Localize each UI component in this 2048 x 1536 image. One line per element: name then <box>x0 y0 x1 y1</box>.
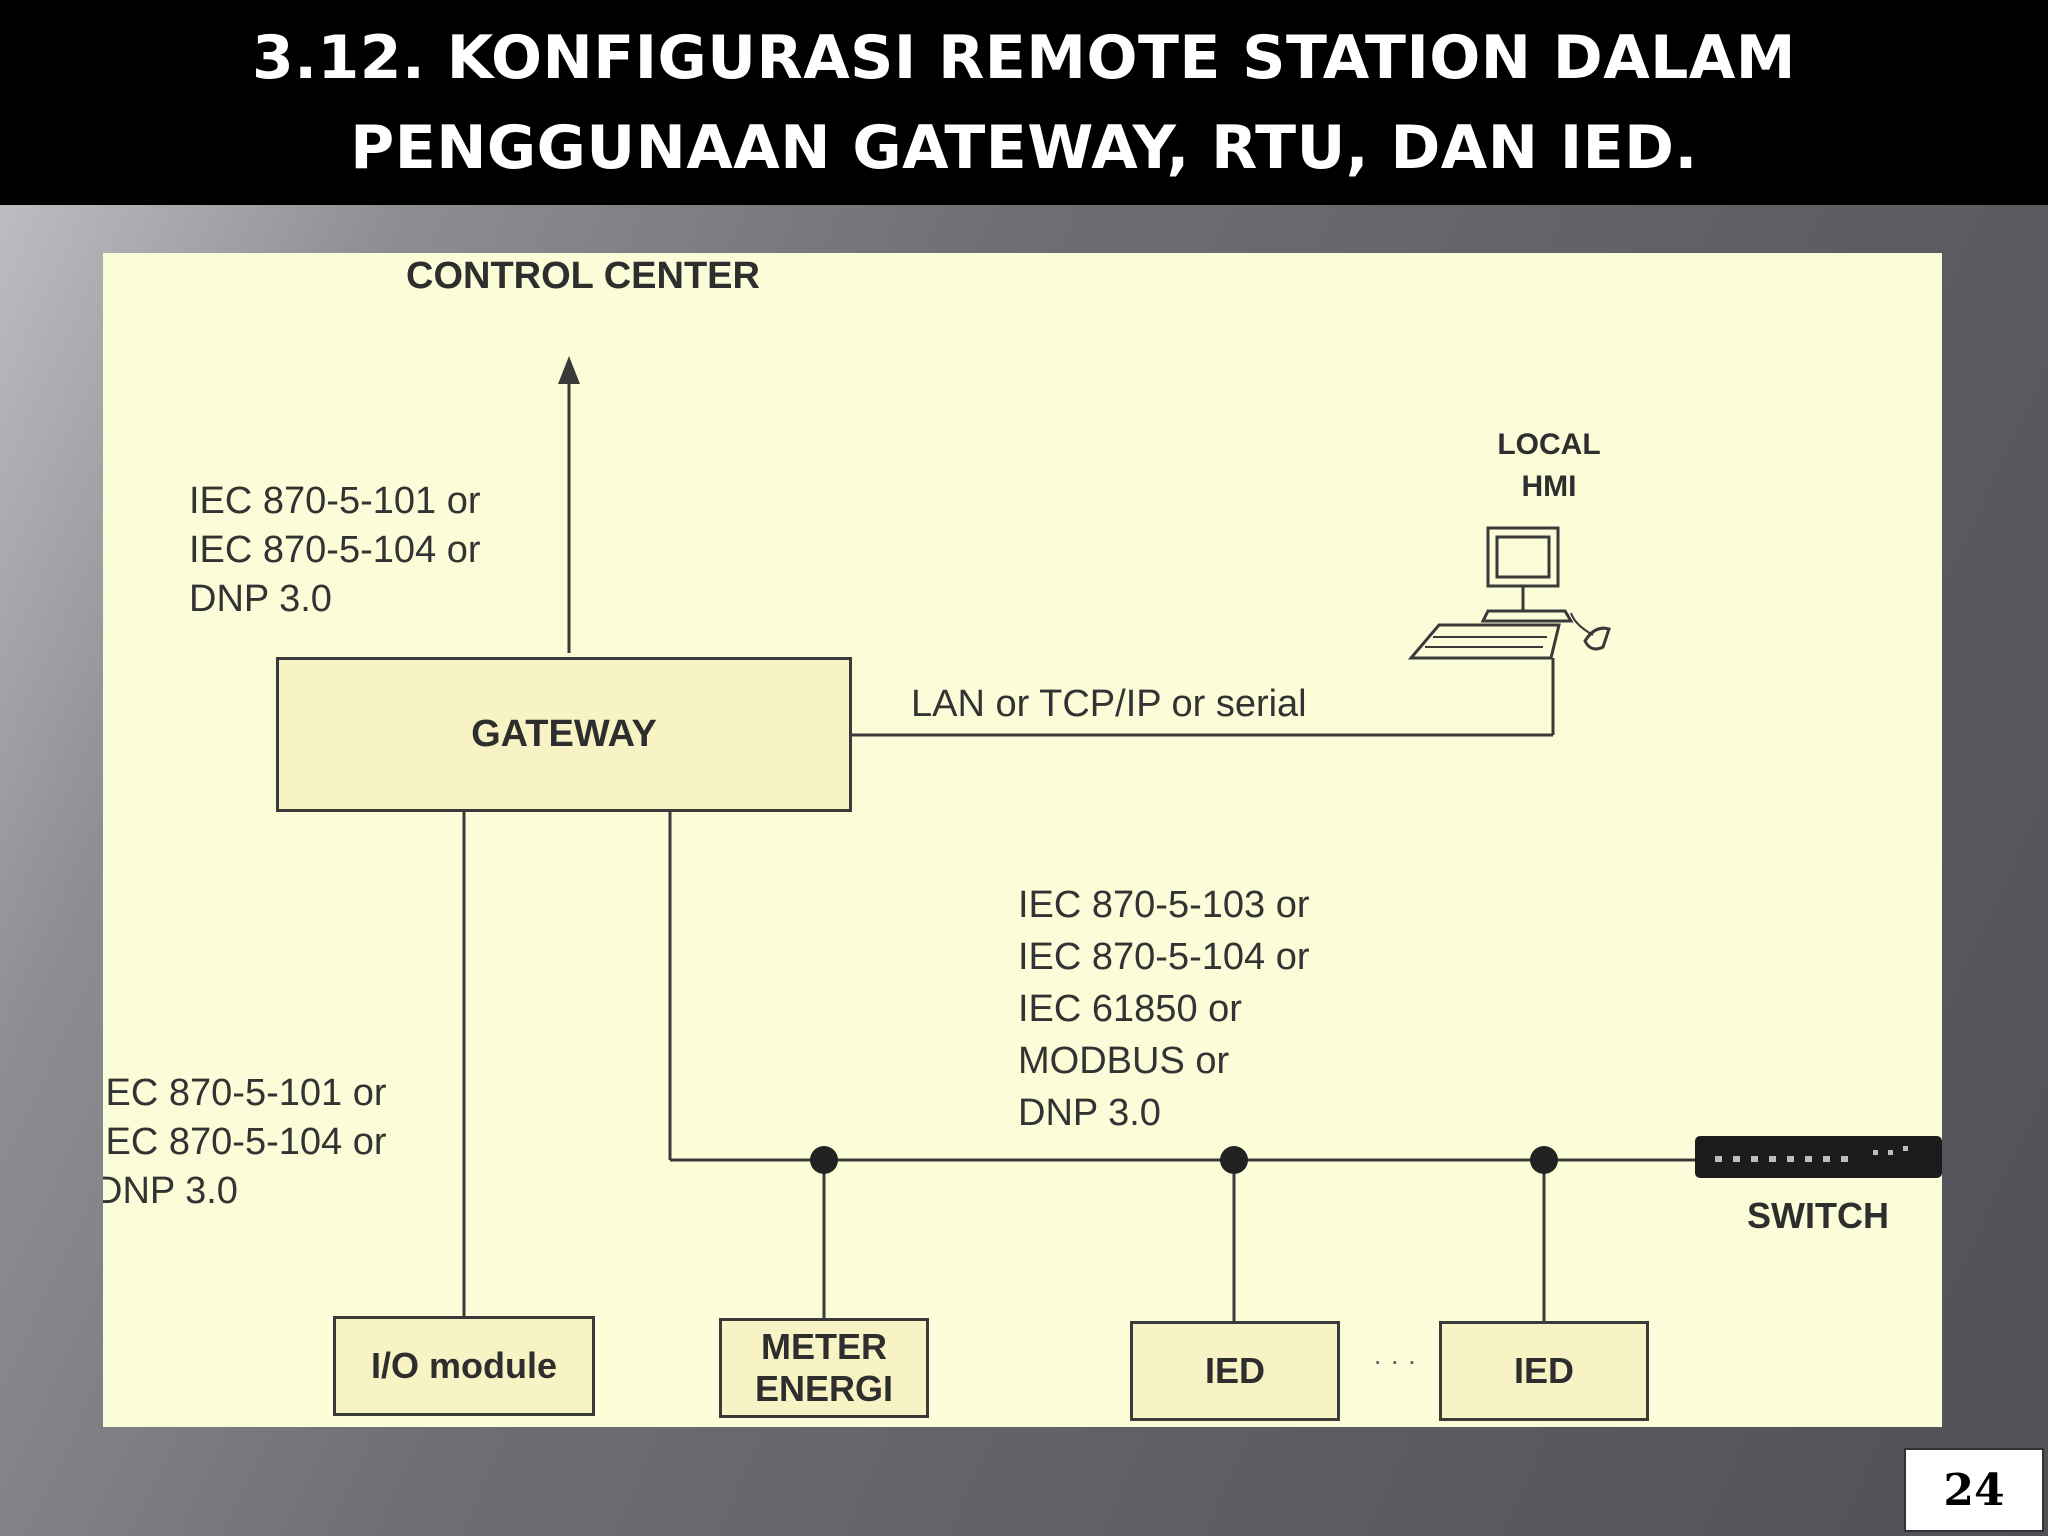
downstream-protocol-line: DNP 3.0 <box>1018 1092 1161 1134</box>
page-number: 24 <box>1904 1448 2044 1532</box>
control-center-label: CONTROL CENTER <box>406 255 760 297</box>
ellipsis: · · · <box>1373 1345 1417 1376</box>
bus-node-ied2 <box>1530 1146 1558 1174</box>
uplink-arrow-head <box>558 356 580 384</box>
local-hmi-label-line: LOCAL <box>1497 428 1601 461</box>
network-diagram: CONTROL CENTER IEC 870-5-101 or IEC 870-… <box>103 253 1942 1427</box>
switch-icon <box>1695 1136 1942 1178</box>
io-protocol-line: DNP 3.0 <box>103 1170 238 1212</box>
upstream-protocol-line: IEC 870-5-104 or <box>189 529 481 571</box>
title-bar: 3.12. KONFIGURASI REMOTE STATION DALAM P… <box>0 0 2048 205</box>
meter-energi-label-line: METER <box>761 1326 887 1367</box>
slide-title-line-1: 3.12. KONFIGURASI REMOTE STATION DALAM <box>251 22 1797 93</box>
downstream-protocol-line: IEC 870-5-104 or <box>1018 936 1310 978</box>
io-module-box: I/O module <box>333 1316 595 1416</box>
ied-box-1: IED <box>1130 1321 1340 1421</box>
downstream-protocol-line: MODBUS or <box>1018 1040 1230 1082</box>
bus-node-meter <box>810 1146 838 1174</box>
upstream-protocol-line: DNP 3.0 <box>189 578 332 620</box>
meter-energi-label-line: ENERGI <box>754 1368 894 1409</box>
local-hmi-label-line: HMI <box>1521 470 1577 503</box>
diagram-connectors <box>462 356 1942 1321</box>
downstream-protocols: IEC 870-5-103 or IEC 870-5-104 or IEC 61… <box>1018 879 1310 1139</box>
slide-title-line-2: PENGGUNAAN GATEWAY, RTU, DAN IED. <box>350 112 1698 183</box>
upstream-protocol-line: IEC 870-5-101 or <box>189 480 481 522</box>
upstream-protocols: IEC 870-5-101 or IEC 870-5-104 or DNP 3.… <box>189 477 481 624</box>
local-hmi-label: LOCAL HMI <box>1495 424 1603 508</box>
downstream-protocol-line: IEC 870-5-103 or <box>1018 884 1310 926</box>
gateway-box: GATEWAY <box>276 657 852 812</box>
bus-node-ied1 <box>1220 1146 1248 1174</box>
downstream-protocol-line: IEC 61850 or <box>1018 988 1242 1030</box>
ied-box-2: IED <box>1439 1321 1649 1421</box>
io-protocols: IEC 870-5-101 or IEC 870-5-104 or DNP 3.… <box>103 1069 387 1216</box>
computer-icon <box>1407 526 1611 660</box>
lan-label: LAN or TCP/IP or serial <box>911 683 1307 725</box>
io-protocol-line: IEC 870-5-101 or <box>103 1072 387 1114</box>
meter-energi-box: METER ENERGI <box>719 1318 929 1418</box>
io-protocol-line: IEC 870-5-104 or <box>103 1121 387 1163</box>
switch-label: SWITCH <box>1747 1195 1889 1236</box>
